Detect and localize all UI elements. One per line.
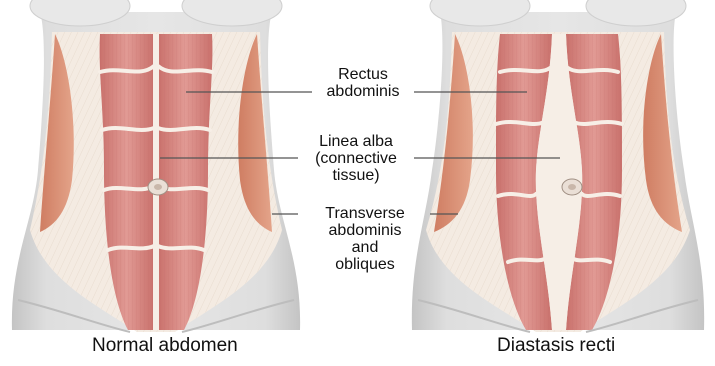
transverse-obliques-label: Transverse abdominis and obliques: [300, 205, 430, 273]
linea-label-line1: Linea alba: [300, 133, 412, 150]
transverse-label-line4: obliques: [300, 256, 430, 273]
caption-diastasis-recti: Diastasis recti: [497, 335, 615, 357]
transverse-label-line3: and: [300, 239, 430, 256]
diastasis-recti-figure: [412, 0, 704, 332]
transverse-label-line1: Transverse: [300, 205, 430, 222]
rectus-label-line1: Rectus: [314, 66, 412, 83]
transverse-label-line2: abdominis: [300, 222, 430, 239]
linea-alba-label: Linea alba (connective tissue): [300, 133, 412, 184]
rectus-abdominis-label: Rectus abdominis: [314, 66, 412, 100]
linea-label-line2: (connective: [300, 150, 412, 167]
linea-label-line3: tissue): [300, 167, 412, 184]
normal-abdomen-figure: [12, 0, 300, 332]
caption-normal-abdomen: Normal abdomen: [92, 335, 238, 357]
rectus-label-line2: abdominis: [314, 83, 412, 100]
